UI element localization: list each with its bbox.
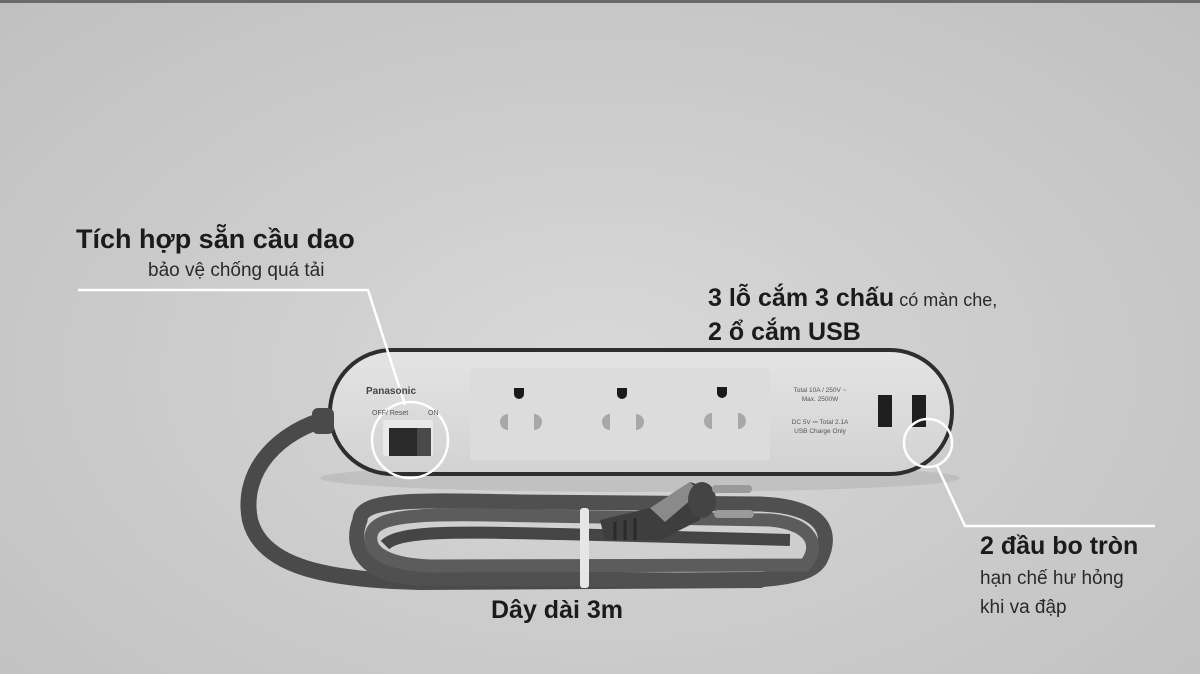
socket-1 (500, 388, 542, 430)
usb-port-1 (878, 395, 892, 427)
breaker-subtitle: bảo vệ chống quá tải (148, 260, 325, 281)
rating-text: Total 10A / 250V ~ Max. 2500W (780, 386, 860, 404)
rounded-ends-line2: khi va đập (980, 597, 1067, 618)
switch-label-off: OFF/ Reset (372, 410, 409, 417)
annotation-rounded-ends (902, 417, 1155, 528)
coiled-cable (349, 493, 833, 589)
top-border (0, 0, 1200, 3)
sockets-line1: 3 lỗ cắm 3 chấu có màn che, (708, 284, 997, 313)
socket-2 (602, 388, 644, 430)
sockets-title-bold: 3 lỗ cắm 3 chấu (708, 284, 895, 312)
rounded-ends-line1: hạn chế hư hỏng (980, 568, 1124, 589)
cable-length-label: Dây dài 3m (491, 596, 624, 624)
socket-3 (704, 387, 746, 429)
cable-grommet (312, 408, 334, 434)
cable-tie (580, 508, 589, 588)
usb-rating-text: DC 5V ⎓ Total 2.1A USB Charge Only (780, 418, 860, 436)
breaker-title: Tích hợp sẵn cầu dao (76, 224, 355, 254)
rounded-ends-title: 2 đầu bo tròn (980, 532, 1139, 560)
sockets-line2: 2 ổ cắm USB (708, 318, 861, 346)
plug (600, 482, 754, 540)
brand-label: Panasonic (366, 386, 417, 397)
switch-label-on: ON (428, 410, 439, 417)
cable-lead (240, 410, 768, 591)
usb-line2: USB Charge Only (794, 428, 846, 435)
usb-line1: DC 5V ⎓ Total 2.1A (791, 419, 849, 426)
sockets-title-light: có màn che, (894, 290, 998, 310)
socket-panel (470, 368, 770, 460)
rating-line2: Max. 2500W (801, 396, 839, 403)
annotation-breaker (78, 288, 450, 480)
rating-line1: Total 10A / 250V ~ (793, 387, 847, 394)
